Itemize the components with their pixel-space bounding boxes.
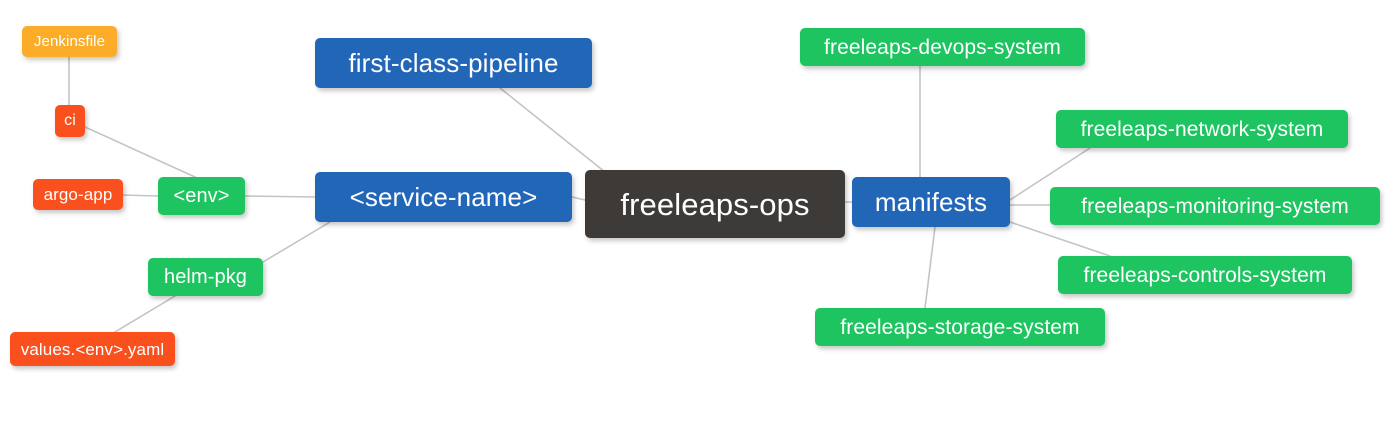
node-root[interactable]: freeleaps-ops bbox=[585, 170, 845, 238]
node-manifests[interactable]: manifests bbox=[852, 177, 1010, 227]
edge-manifests-to-controls bbox=[1009, 221, 1111, 257]
edge-service-to-helm bbox=[262, 221, 331, 263]
node-values[interactable]: values.<env>.yaml bbox=[10, 332, 175, 366]
edge-helm-to-values bbox=[114, 295, 176, 333]
node-monitoring[interactable]: freeleaps-monitoring-system bbox=[1050, 187, 1380, 225]
node-devops[interactable]: freeleaps-devops-system bbox=[800, 28, 1085, 66]
edge-service-to-env bbox=[244, 195, 316, 198]
edge-root-to-service bbox=[571, 196, 586, 201]
node-ci[interactable]: ci bbox=[55, 105, 85, 137]
node-helm[interactable]: helm-pkg bbox=[148, 258, 263, 296]
node-controls[interactable]: freeleaps-controls-system bbox=[1058, 256, 1352, 294]
node-storage[interactable]: freeleaps-storage-system bbox=[815, 308, 1105, 346]
edge-env-to-argo bbox=[122, 194, 159, 197]
node-network[interactable]: freeleaps-network-system bbox=[1056, 110, 1348, 148]
node-env[interactable]: <env> bbox=[158, 177, 245, 215]
edge-root-to-pipeline bbox=[499, 87, 606, 173]
edge-manifests-to-storage bbox=[924, 226, 936, 309]
edge-env-to-ci bbox=[84, 126, 196, 178]
node-jenkins[interactable]: Jenkinsfile bbox=[22, 26, 117, 57]
node-service[interactable]: <service-name> bbox=[315, 172, 572, 222]
node-argo[interactable]: argo-app bbox=[33, 179, 123, 210]
node-pipeline[interactable]: first-class-pipeline bbox=[315, 38, 592, 88]
